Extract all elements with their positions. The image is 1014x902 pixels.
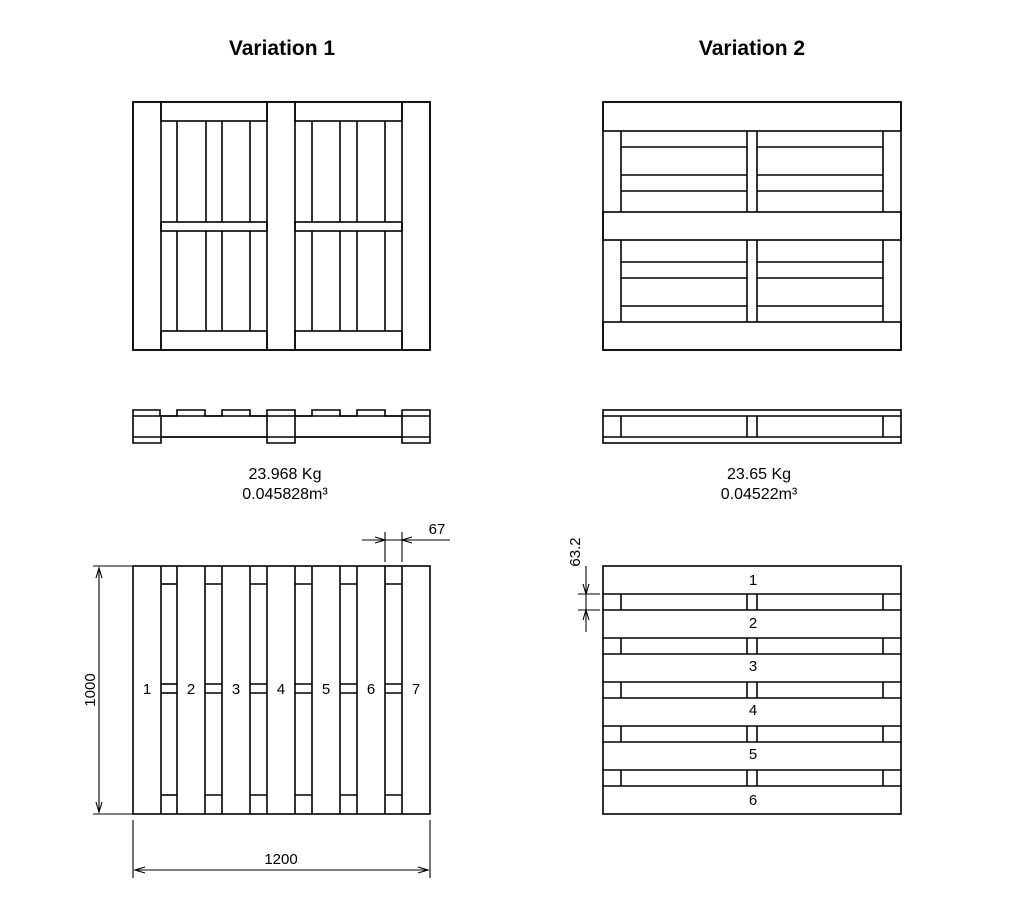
variation-1-title: Variation 1 [229, 37, 336, 60]
variation-2-title: Variation 2 [699, 37, 805, 60]
dimension-width: 1200 [132, 820, 431, 878]
variation-1-volume: 0.045828m³ [242, 486, 328, 503]
variation-1-weight: 23.968 Kg [249, 466, 322, 483]
board-label: 4 [749, 702, 757, 719]
dimension-gap: 67 [362, 521, 450, 562]
board-label: 5 [322, 681, 330, 698]
dimension-width-label: 1200 [264, 851, 297, 868]
variation-2-weight: 23.65 Kg [727, 466, 791, 483]
variation-2-side-view [602, 409, 902, 444]
board-label: 2 [187, 681, 195, 698]
dimension-height: 1000 [82, 565, 133, 815]
variation-1-side-view [132, 409, 431, 444]
board-label: 1 [749, 572, 757, 589]
dimension-board-label: 63.2 [567, 537, 584, 566]
variation-2-bottom-view: 1 2 3 4 5 6 [602, 565, 902, 815]
dimension-height-label: 1000 [82, 673, 99, 706]
variation-1-bottom-view: 1 2 3 4 5 6 7 [132, 565, 431, 815]
board-label: 7 [412, 681, 420, 698]
dimension-gap-label: 67 [429, 521, 446, 538]
variation-1-top-view [132, 101, 431, 351]
board-label: 5 [749, 746, 757, 763]
board-label: 1 [143, 681, 151, 698]
variation-2-top-view [602, 101, 902, 351]
board-label: 2 [749, 615, 757, 632]
variation-2-volume: 0.04522m³ [721, 486, 798, 503]
board-label: 6 [749, 792, 757, 809]
dimension-board: 63.2 [567, 537, 600, 632]
board-label: 4 [277, 681, 285, 698]
board-label: 3 [749, 658, 757, 675]
board-label: 3 [232, 681, 240, 698]
board-label: 6 [367, 681, 375, 698]
